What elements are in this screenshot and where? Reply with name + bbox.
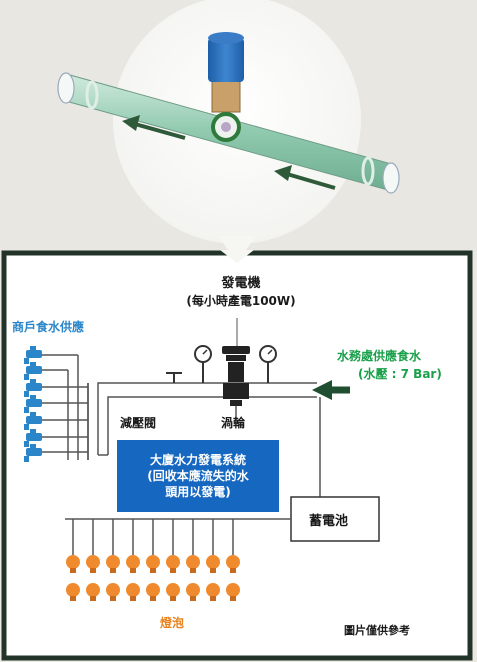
turbine-battery-wire (235, 397, 321, 497)
light-bulb-icon (166, 555, 180, 573)
faucet-icon (24, 379, 42, 397)
pressure-gauge-icon (194, 345, 212, 383)
generator-subtitle: (每小時產電100W) (186, 294, 296, 308)
light-bulb-icon (106, 583, 120, 601)
flow-arrow (122, 115, 186, 140)
light-bulb-icon (66, 555, 80, 573)
valve-label: 減壓閥 (120, 416, 157, 430)
light-bulb-icon (206, 555, 220, 573)
faucet-icon (24, 412, 42, 430)
light-bulb-icon (86, 555, 100, 573)
supply-pressure-label: (水壓 : 7 Bar) (358, 367, 442, 381)
reference-note: 圖片僅供參考 (344, 624, 410, 637)
faucet-icon (24, 395, 42, 413)
turbine-generator-icon (222, 346, 250, 406)
light-bulbs (66, 555, 240, 601)
flow-arrow (274, 165, 336, 190)
pressure-gauge-icon (259, 345, 277, 383)
callout-tail (220, 250, 254, 263)
light-bulb-icon (86, 583, 100, 601)
closeup-generator (208, 32, 244, 142)
light-bulb-icon (146, 555, 160, 573)
light-bulb-icon (186, 583, 200, 601)
system-line: 大廈水力發電系統 (149, 452, 246, 467)
light-bulb-icon (126, 583, 140, 601)
light-bulb-icon (66, 583, 80, 601)
system-description-box: 大廈水力發電系統 (回收本應流失的水 頭用以發電) (117, 440, 279, 512)
shop-supply-branches (40, 354, 89, 460)
bulbs-label: 燈泡 (160, 616, 185, 630)
generator-title: 發電機 (221, 276, 261, 291)
faucet-icon (24, 346, 42, 364)
system-line: (回收本應流失的水 (147, 468, 249, 483)
light-bulb-icon (126, 555, 140, 573)
light-bulb-icon (186, 555, 200, 573)
shops-label: 商戶食水供應 (12, 320, 85, 334)
light-bulb-icon (206, 583, 220, 601)
system-line: 頭用以發電) (165, 485, 231, 500)
water-supply-arrow (312, 380, 350, 400)
faucet-icons (24, 346, 42, 462)
faucet-icon (24, 362, 42, 380)
faucet-icon (24, 429, 42, 447)
light-bulb-icon (226, 583, 240, 601)
faucet-icon (24, 444, 42, 462)
battery-label: 蓄電池 (309, 514, 349, 529)
pressure-reducing-valve-icon (166, 372, 182, 383)
battery-box (290, 496, 380, 542)
light-bulb-icon (106, 555, 120, 573)
turbine-label: 渦輪 (221, 416, 246, 430)
light-bulb-icon (226, 555, 240, 573)
bulb-wiring (65, 518, 291, 555)
supply-label: 水務處供應食水 (337, 349, 422, 363)
light-bulb-icon (166, 583, 180, 601)
light-bulb-icon (146, 583, 160, 601)
